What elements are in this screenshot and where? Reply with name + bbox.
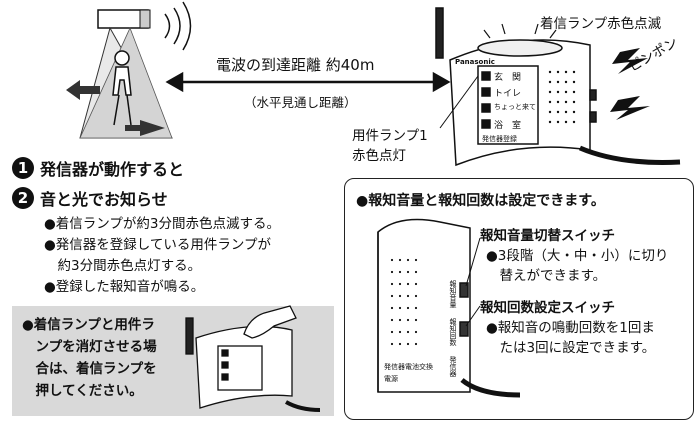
step-1: 1 発信器が動作すると [12, 156, 184, 180]
radio-wave-icon [164, 1, 192, 51]
range-label: 電波の到達距離 約40m [216, 56, 375, 74]
note-line: 押してください。 [22, 383, 143, 399]
movement-arrow-icon [66, 80, 165, 136]
volume-desc-line: ●3段階（大・中・小）に切り [486, 248, 669, 264]
side-label-volume: 報知音量 [449, 280, 457, 308]
note-line: ●着信ランプと用件ラ [22, 317, 155, 333]
count-callout-line [465, 305, 481, 327]
note-line: 合は、着信ランプを [22, 361, 157, 377]
count-switch-title: 報知回数設定スイッチ [480, 300, 615, 316]
bullet-item: ●登録した報知音が鳴る。 [44, 279, 205, 295]
hand-press-icon [243, 305, 297, 339]
receiver-device-icon [435, 7, 681, 167]
side-label-transmitter: 発信器 [449, 356, 457, 377]
receiver-button-list: 玄 関 トイレ ちょっと来て 浴 室 [494, 70, 536, 134]
bottom-label-power: 電源 [384, 375, 398, 383]
callout-line [439, 75, 479, 129]
step-number-badge: 2 [12, 187, 34, 209]
lamp1-label: 用件ランプ1 赤色点灯 [352, 124, 428, 164]
range-arrow-icon [165, 71, 451, 93]
volume-switch-title: 報知音量切替スイッチ [480, 228, 615, 244]
person-icon [112, 50, 132, 126]
lamp1-label-line2: 赤色点灯 [352, 148, 406, 164]
sensor-device-icon [97, 9, 151, 29]
receiver-button-label: トイレ [494, 89, 522, 99]
step-label: 音と光でお知らせ [40, 190, 168, 209]
count-switch-desc: ●報知音の鳴動回数を1回ま たは3回に設定できます。 [486, 318, 655, 358]
bullet-list: ●着信ランプが約3分間赤色点滅する。 ●発信器を登録している用件ランプが 約3分… [44, 214, 280, 298]
bullet-item: 約3分間赤色点灯する。 [44, 258, 202, 274]
receiver-button-label: 玄 関 [494, 73, 522, 83]
bottom-label-battery: 発信器電池交換 [384, 363, 433, 371]
bullet-item: ●着信ランプが約3分間赤色点滅する。 [44, 216, 280, 232]
note-line: ンプを消灯させる場 [22, 339, 157, 355]
step-2: 2 音と光でお知らせ [12, 186, 168, 210]
volume-desc-line: 替えができます。 [486, 268, 607, 284]
count-desc-line: たは3回に設定できます。 [486, 340, 656, 356]
receiver-button-label: ちょっと来て [494, 103, 536, 111]
sound-burst-icon [610, 48, 650, 120]
receiver-brand: Panasonic [455, 58, 495, 66]
volume-callout-line [465, 237, 481, 287]
lamp1-label-line1: 用件ランプ1 [352, 128, 428, 144]
receiver-bottom-label: 発信器登録 [482, 135, 517, 143]
receiver-button-label: 浴 室 [494, 121, 522, 131]
volume-switch-desc: ●3段階（大・中・小）に切り 替えができます。 [486, 246, 668, 286]
lamp-blink-label: 着信ランプ赤色点滅 [540, 16, 662, 32]
step-number-badge: 1 [12, 157, 34, 179]
press-lamp-note: ●着信ランプと用件ラ ンプを消灯させる場 合は、着信ランプを 押してください。 [22, 314, 157, 402]
range-sub-label: （水平見通し距離） [244, 95, 357, 110]
step-label: 発信器が動作すると [40, 160, 185, 179]
receiver-press-icon [185, 317, 321, 412]
receiver-side-view-icon [377, 218, 521, 398]
settings-title: ●報知音量と報知回数は設定できます。 [356, 193, 605, 209]
side-label-count: 報知回数 [449, 318, 457, 346]
bullet-item: ●発信器を登録している用件ランプが [44, 237, 271, 253]
count-desc-line: ●報知音の鳴動回数を1回ま [486, 320, 655, 336]
